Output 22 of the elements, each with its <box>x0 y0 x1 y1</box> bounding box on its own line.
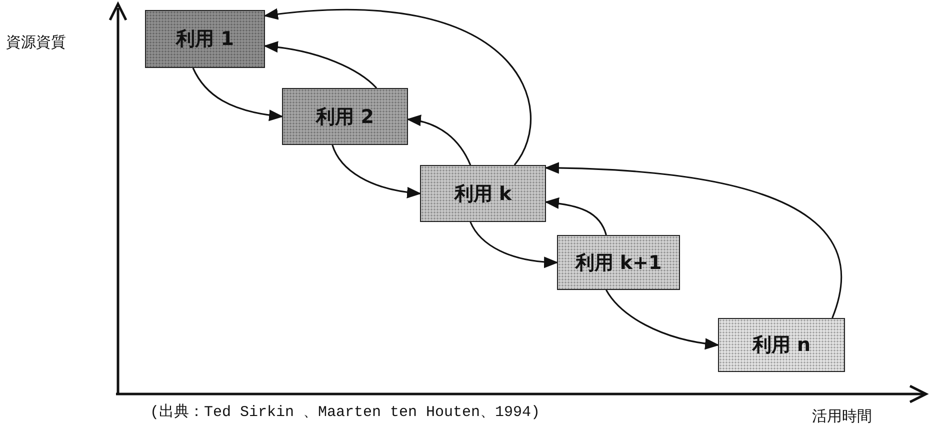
arrow <box>192 68 284 121</box>
caption: (出典：Ted Sirkin 、Maarten ten Houten、1994) <box>150 402 540 421</box>
process-box <box>145 10 265 68</box>
box-label: 利用 1 <box>176 27 234 52</box>
box-label: 利用 k+1 <box>575 250 662 276</box>
process-box <box>420 165 546 222</box>
box-label: 利用 n <box>752 333 811 358</box>
arrow <box>470 222 558 268</box>
arrow <box>406 115 472 166</box>
arrow <box>332 144 422 198</box>
box-label: 利用 k <box>454 182 512 206</box>
arrow <box>264 8 532 166</box>
arrow <box>544 198 607 236</box>
box-label: 利用 2 <box>316 104 374 130</box>
arrow <box>264 42 378 89</box>
axis-label: 資源資質 <box>6 33 66 52</box>
process-box <box>282 88 408 145</box>
axis-label: 活用時間 <box>812 407 872 426</box>
arrow <box>544 162 842 318</box>
arrow <box>606 290 720 350</box>
process-box <box>718 318 845 372</box>
process-box <box>557 235 680 290</box>
